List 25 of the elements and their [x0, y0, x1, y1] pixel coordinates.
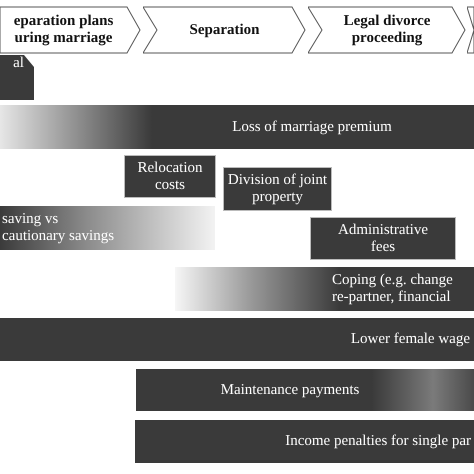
process-step: [143, 6, 306, 54]
cost-bar: [0, 318, 474, 361]
cost-label: Relocation costs: [136, 160, 204, 194]
cost-label: Coping (e.g. change re-partner, financial: [332, 272, 454, 306]
cost-box: [0, 55, 34, 100]
stage-label: Legal divorce proceeding: [342, 13, 432, 47]
cost-label: saving vs cautionary savings: [2, 211, 116, 245]
cost-box: [310, 217, 456, 260]
stage-label: Separation: [189, 22, 260, 38]
cost-label: al: [13, 55, 24, 72]
cost-bar: [175, 267, 474, 311]
cost-label: Administrative fees: [337, 222, 429, 256]
cost-label: Lower female wage: [350, 331, 470, 348]
cost-label: Division of joint property: [228, 172, 328, 206]
stage-label: eparation plans uring marriage: [12, 13, 114, 47]
cost-box: [124, 155, 216, 198]
cost-bar: [0, 206, 215, 250]
cost-label: Loss of marriage premium: [232, 118, 392, 136]
process-step: [467, 6, 474, 54]
cost-label: Income penalties for single par: [285, 433, 471, 450]
process-step: [0, 6, 141, 54]
cost-bar: [136, 369, 474, 411]
cost-bar: [0, 105, 474, 149]
cost-bar: [135, 420, 474, 463]
cost-label: Maintenance payments: [220, 382, 360, 398]
